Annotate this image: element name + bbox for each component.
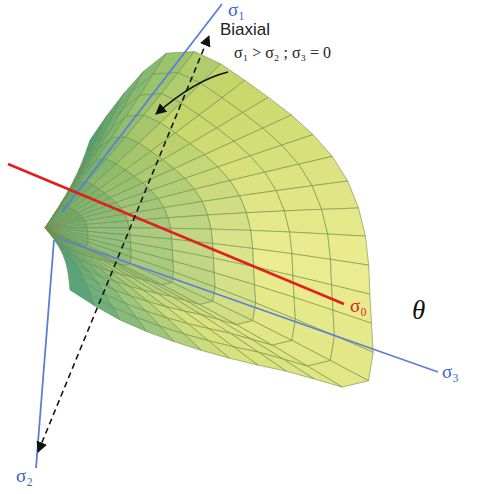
surface-cell	[202, 196, 246, 215]
surface-cell	[299, 156, 348, 185]
surface-cell	[86, 221, 129, 228]
biaxial-path	[38, 36, 209, 452]
surface-cell	[246, 211, 289, 232]
sigma3-axis	[58, 238, 438, 372]
surface-cell	[312, 181, 358, 209]
axis-label: σ₂	[16, 466, 33, 487]
surface-cell	[45, 224, 87, 228]
surface-cell	[113, 307, 147, 331]
axis-label: σ₃	[442, 362, 459, 383]
surface-cell	[50, 235, 61, 246]
surface-cell	[45, 228, 60, 240]
surface-cell	[45, 228, 53, 237]
callout-label: Biaxial	[220, 21, 270, 40]
axis-label: σ₀	[350, 296, 367, 317]
sigma2-axis	[36, 240, 54, 468]
sigma1-axis	[62, 4, 222, 212]
condition-label: σ₁ > σ₂ ; σ₃ = 0	[234, 44, 331, 62]
surface-mesh	[45, 52, 373, 388]
leader-line	[156, 72, 228, 114]
surface-cell	[91, 295, 120, 320]
surface-cell	[168, 215, 211, 229]
surface-cell	[284, 209, 327, 234]
surface-cell	[45, 221, 86, 228]
surface-cell	[45, 228, 57, 238]
sigma0-axis	[8, 164, 344, 304]
surface-cell	[322, 208, 366, 236]
surface-cell	[208, 213, 251, 231]
surface-cell	[69, 281, 94, 306]
angle-label: θ	[412, 296, 425, 326]
axis-label: σ₁	[228, 0, 245, 21]
